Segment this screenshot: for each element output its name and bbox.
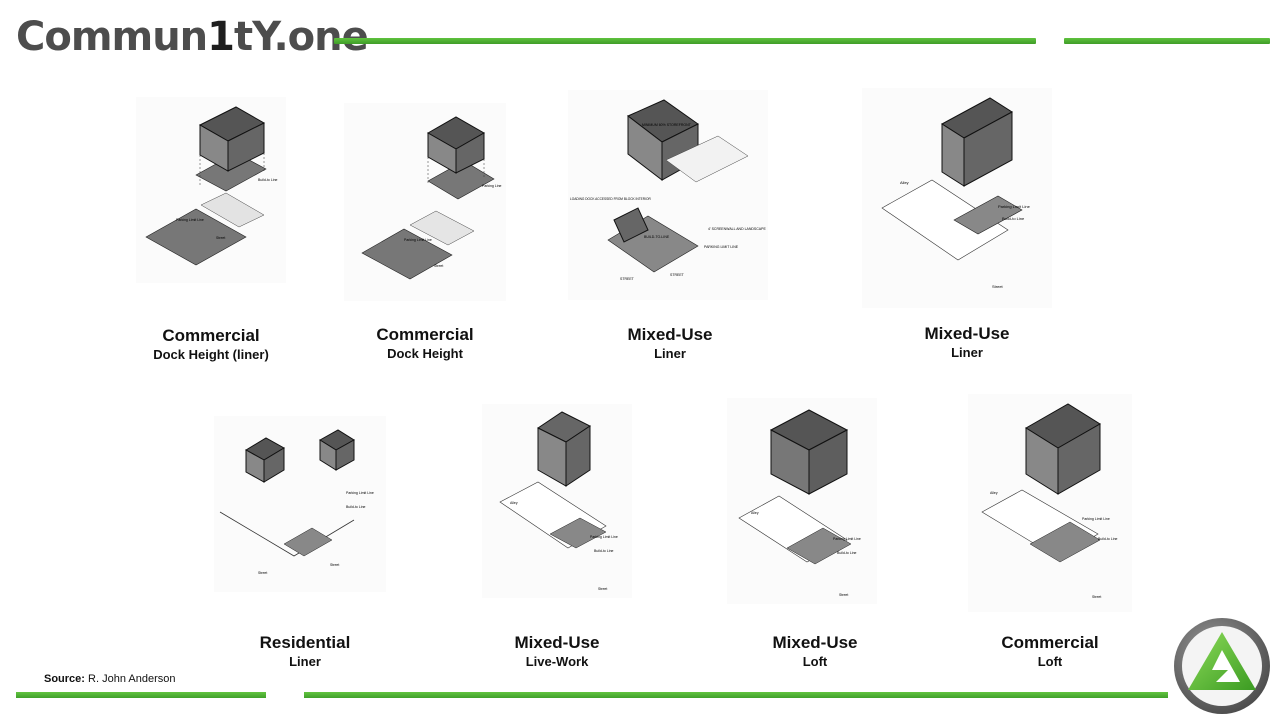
drawing-label: Parking Limit Line — [346, 491, 374, 495]
caption-commercial-loft: Commercial Loft — [950, 633, 1150, 670]
caption-residential-liner: Residential Liner — [205, 633, 405, 670]
caption-mixed-use-liner-2: Mixed-Use Liner — [867, 324, 1067, 361]
isometric-site-plan-icon: Parking Line Parking Limit Line Street — [361, 116, 502, 280]
drawing-label: Alley — [900, 180, 909, 185]
source-value: R. John Anderson — [88, 673, 176, 685]
drawing-label: Build-to Line — [1098, 537, 1118, 541]
caption-title: Mixed-Use — [627, 325, 713, 344]
isometric-site-plan-icon: Alley Parking Limit Line Build-to Line S… — [499, 411, 618, 591]
drawing-label: Street — [258, 571, 267, 575]
caption-commercial-dock-liner: Commercial Dock Height (liner) — [111, 326, 311, 363]
drawing-label: Alley — [751, 511, 759, 515]
drawing-label: PARKING LIMIT LINE — [704, 245, 739, 249]
caption-subtitle: Liner — [951, 345, 983, 360]
caption-subtitle: Live-Work — [525, 654, 589, 669]
source-credit: Source: R. John Anderson — [44, 673, 175, 685]
source-label: Source: — [44, 673, 85, 685]
caption-subtitle: Loft — [802, 654, 828, 669]
drawing-label: Alley — [990, 491, 998, 495]
drawing-label: STREET — [670, 273, 685, 277]
footer-rule-short — [16, 692, 266, 698]
drawing-label: MINIMUM 60% STOREFRONT — [642, 123, 692, 127]
community-one-logo: Commun1tY.one — [16, 14, 369, 60]
drawing-label: Parking Limit Line — [590, 535, 618, 539]
site-plan-drawing-mixed-use-liner-1: MINIMUM 60% STOREFRONT LOADING DOCK ACCE… — [568, 90, 768, 300]
drawing-label: Parking Limit Line — [833, 537, 861, 541]
logo-prefix: Commun — [16, 14, 208, 60]
drawing-label: Parking Limit Line — [176, 218, 204, 222]
drawing-label: Street — [330, 563, 339, 567]
footer-rule-long — [304, 692, 1168, 698]
drawing-label: Street — [839, 593, 848, 597]
caption-title: Mixed-Use — [772, 633, 858, 652]
header-rule-short — [1064, 38, 1270, 44]
site-plan-drawing-mixed-use-loft: Alley Parking Limit Line Build-to Line S… — [727, 398, 877, 604]
drawing-label: Parking Limit Line — [998, 204, 1031, 209]
isometric-site-plan-icon: Parking Limit Line Build-to Line Street … — [219, 429, 374, 575]
drawing-label: Street — [434, 264, 443, 268]
caption-subtitle: Liner — [654, 346, 686, 361]
caption-mixed-use-loft: Mixed-Use Loft — [715, 633, 915, 670]
caption-title: Commercial — [1001, 633, 1099, 652]
caption-title: Mixed-Use — [924, 324, 1010, 343]
site-plan-drawing-mixed-use-live-work: Alley Parking Limit Line Build-to Line S… — [482, 404, 632, 598]
caption-title: Mixed-Use — [514, 633, 600, 652]
drawing-label: Street — [598, 587, 607, 591]
drawing-label: Build-to Line — [258, 178, 278, 182]
caption-title: Commercial — [376, 325, 474, 344]
isometric-site-plan-icon: MINIMUM 60% STOREFRONT LOADING DOCK ACCE… — [570, 99, 766, 281]
logo-suffix: tY.one — [234, 14, 369, 60]
caption-subtitle: Liner — [289, 654, 321, 669]
caption-subtitle: Loft — [1037, 654, 1063, 669]
drawing-label: Street — [992, 284, 1004, 289]
drawing-label: STREET — [620, 277, 635, 281]
community-one-emblem-icon — [1172, 616, 1274, 718]
drawing-label: Parking Limit Line — [404, 238, 432, 242]
isometric-site-plan-icon: Alley Parking Limit Line Build-to Line S… — [738, 409, 861, 597]
isometric-site-plan-icon: Alley Parking Limit Line Build-to Line S… — [881, 97, 1031, 289]
caption-mixed-use-live-work: Mixed-Use Live-Work — [457, 633, 657, 670]
header-rule-long — [334, 38, 1036, 44]
site-plan-drawing-commercial-dock-liner: Build-to Line Parking Limit Line Street — [136, 97, 286, 283]
site-plan-drawing-residential-liner: Parking Limit Line Build-to Line Street … — [214, 416, 386, 592]
caption-title: Residential — [259, 633, 351, 652]
logo-digit: 1 — [207, 14, 235, 60]
drawing-label: Parking Line — [482, 184, 502, 188]
caption-subtitle: Dock Height (liner) — [153, 347, 269, 362]
caption-subtitle: Dock Height — [387, 346, 463, 361]
drawing-label: BUILD-TO-LINE — [644, 235, 670, 239]
caption-title: Commercial — [162, 326, 260, 345]
isometric-site-plan-icon: Alley Parking Limit Line Build-to Line S… — [981, 403, 1118, 599]
drawing-label: Build-to Line — [594, 549, 614, 553]
site-plan-drawing-commercial-dock: Parking Line Parking Limit Line Street — [344, 103, 506, 301]
caption-mixed-use-liner-1: Mixed-Use Liner — [570, 325, 770, 362]
drawing-label: Parking Limit Line — [1082, 517, 1110, 521]
caption-commercial-dock: Commercial Dock Height — [325, 325, 525, 362]
drawing-label: Build-to Line — [1002, 216, 1025, 221]
drawing-label: Build-to Line — [837, 551, 857, 555]
drawing-label: LOADING DOCK ACCESSED FROM BLOCK INTERIO… — [570, 197, 651, 201]
drawing-label: Build-to Line — [346, 505, 366, 509]
drawing-label: Alley — [510, 501, 518, 505]
drawing-label: Street — [1092, 595, 1101, 599]
isometric-site-plan-icon: Build-to Line Parking Limit Line Street — [145, 106, 278, 266]
site-plan-drawing-mixed-use-liner-2: Alley Parking Limit Line Build-to Line S… — [862, 88, 1052, 308]
site-plan-drawing-commercial-loft: Alley Parking Limit Line Build-to Line S… — [968, 394, 1132, 612]
drawing-label: Street — [216, 236, 225, 240]
drawing-label: 4' SCREENWALL AND LANDSCAPE — [708, 227, 766, 231]
